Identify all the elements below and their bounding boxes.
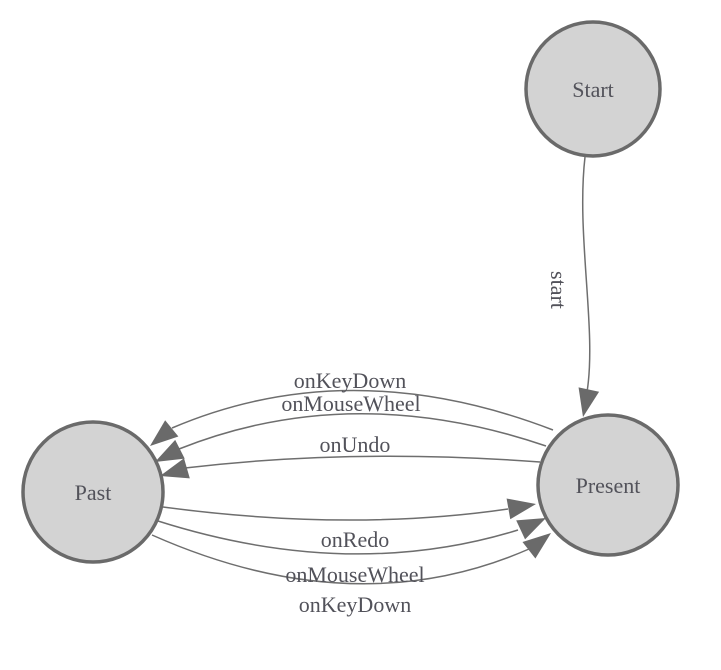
state-node-present xyxy=(536,413,680,557)
edge-label-onundo: onUndo xyxy=(320,432,391,457)
arrowhead-onmousewheel-into-present xyxy=(516,518,546,540)
arrowhead-onredo-into-present xyxy=(506,498,536,520)
edge-onredo-to-present xyxy=(162,506,509,521)
arrowhead-onkeydown-into-past xyxy=(150,420,179,446)
node-label-past: Past xyxy=(75,480,112,505)
node-label-start: Start xyxy=(572,77,614,102)
edge-onkeydown-to-past xyxy=(171,389,554,431)
edge-onundo-to-past xyxy=(184,455,541,469)
arrowhead-onkeydown-into-present xyxy=(522,533,551,559)
edge-label-onmousewheel-top: onMouseWheel xyxy=(281,391,420,416)
edge-onkeydown-to-present xyxy=(151,534,530,585)
arrowhead-onundo-into-past xyxy=(160,458,190,479)
edge-label-start: start xyxy=(546,271,571,309)
edge-label-onmousewheel-bottom: onMouseWheel xyxy=(285,562,424,587)
edge-label-onredo: onRedo xyxy=(321,527,389,552)
arrowhead-onmousewheel-into-past xyxy=(155,439,185,462)
edge-label-onkeydown-bottom: onKeyDown xyxy=(299,592,411,617)
edge-start-to-present xyxy=(581,156,591,393)
node-label-present: Present xyxy=(576,473,641,498)
state-node-start xyxy=(524,20,662,158)
edge-onmousewheel-to-past xyxy=(178,413,547,450)
edge-label-onkeydown-top: onKeyDown xyxy=(294,368,406,393)
state-node-past xyxy=(21,420,165,564)
edge-onmousewheel-to-present xyxy=(157,520,519,555)
arrowhead-start-edge xyxy=(578,387,600,417)
